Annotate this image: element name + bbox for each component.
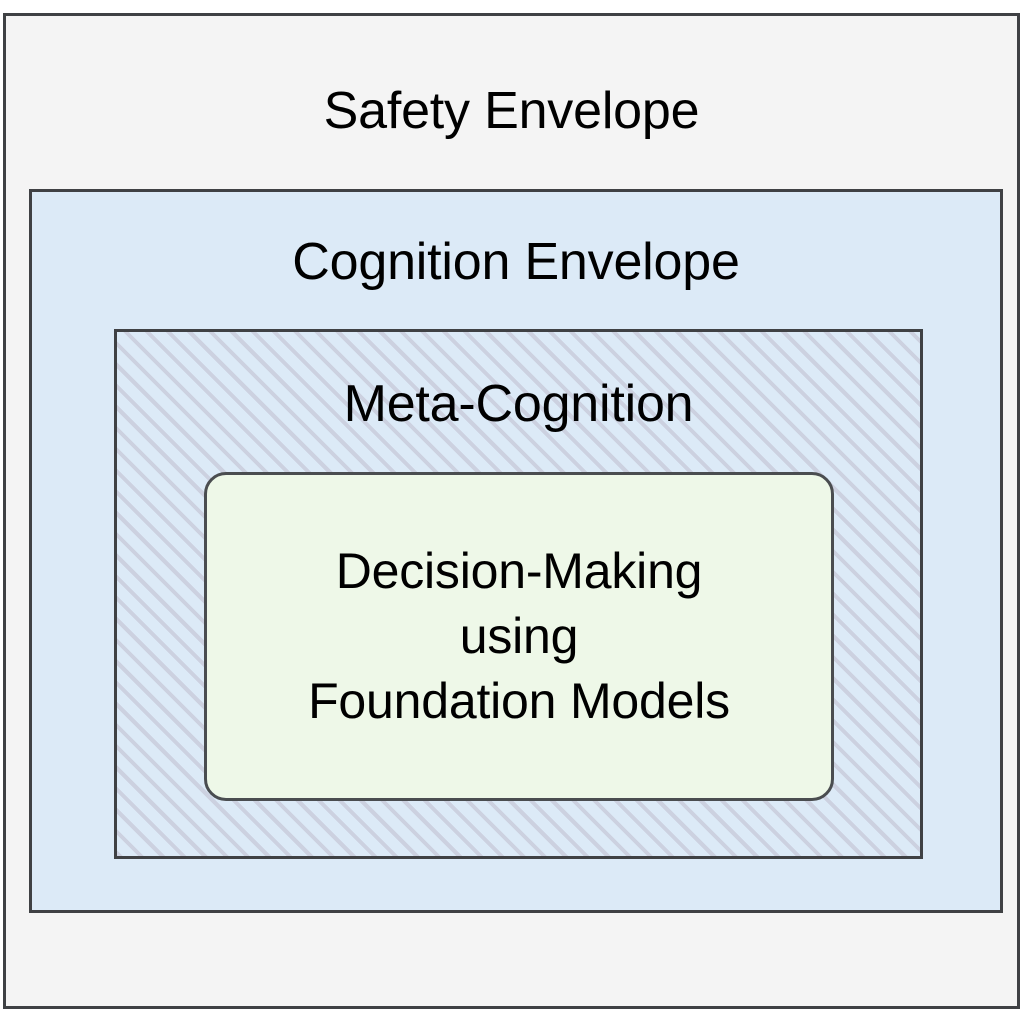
meta-cognition-label: Meta-Cognition (343, 375, 694, 433)
cognition-envelope-box: Cognition Envelope Meta-Cognition Decisi… (29, 189, 1003, 913)
meta-cognition-box: Meta-Cognition Decision-Making using Fou… (114, 329, 923, 859)
decision-making-label: Decision-Making using Foundation Models (308, 543, 730, 729)
decision-making-box: Decision-Making using Foundation Models (204, 472, 834, 801)
cognition-envelope-label: Cognition Envelope (292, 233, 740, 291)
safety-envelope-box: Safety Envelope Cognition Envelope Meta-… (3, 13, 1020, 1009)
safety-envelope-label: Safety Envelope (323, 82, 700, 140)
